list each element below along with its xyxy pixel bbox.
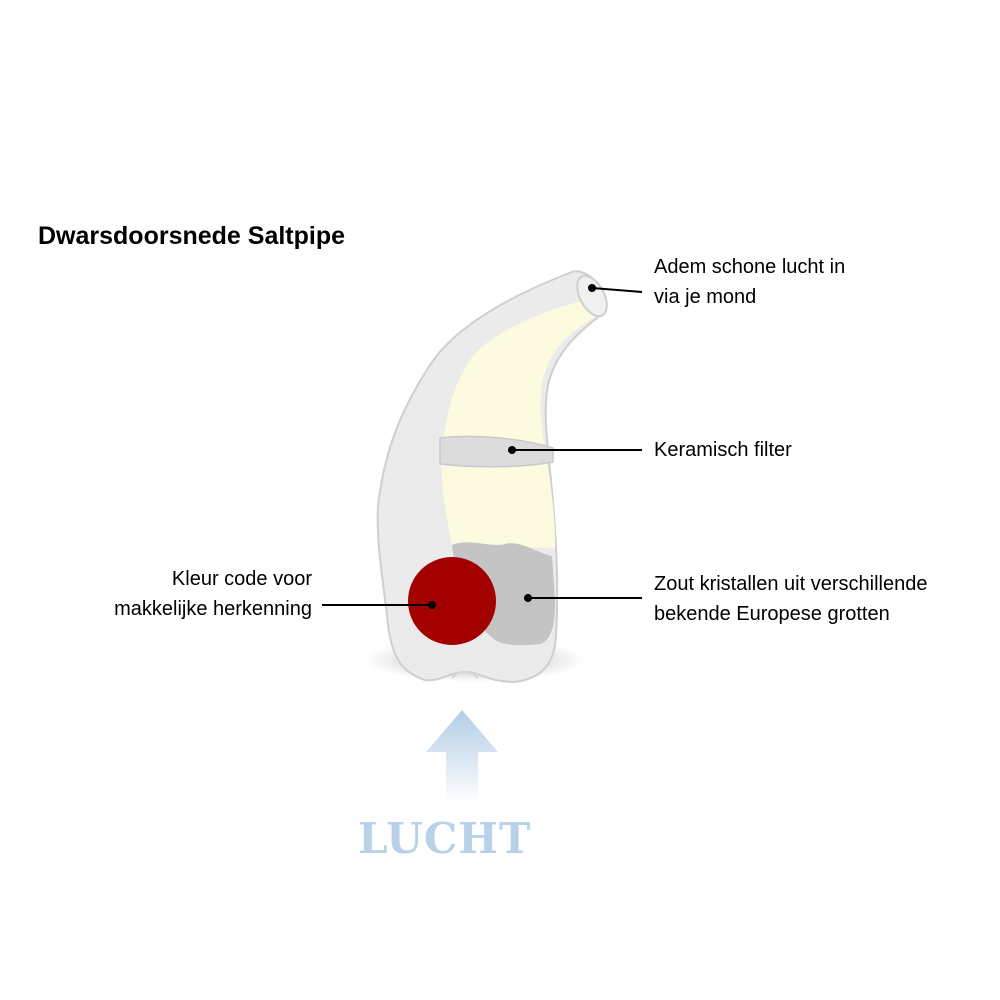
callout-salt (524, 594, 642, 602)
label-salt: Zout kristallen uit verschillende bekend… (654, 569, 927, 629)
air-inlet (451, 671, 479, 679)
label-mouth-line-2: via je mond (654, 286, 757, 308)
label-color-code-line-2: makkelijke herkenning (114, 598, 312, 620)
callout-filter (508, 446, 642, 454)
label-color-code-line-1: Kleur code voor (171, 568, 312, 590)
color-code-dot (408, 557, 496, 645)
label-salt-line-2: bekende Europese grotten (654, 603, 890, 625)
callout-color-code (322, 601, 436, 609)
label-mouth: Adem schone lucht in via je mond (654, 252, 845, 312)
air-label: LUCHT (358, 814, 532, 863)
label-mouth-line-1: Adem schone lucht in (654, 256, 846, 278)
label-color-code: Kleur code voor makkelijke herkenning (114, 564, 312, 624)
label-filter: Keramisch filter (654, 435, 792, 465)
callout-mouth (588, 284, 643, 293)
air-flow-arrow (426, 710, 498, 800)
ceramic-filter (439, 435, 554, 468)
label-salt-line-1: Zout kristallen uit verschillende (654, 573, 928, 595)
inner-chamber (441, 300, 602, 548)
label-filter-line-1: Keramisch filter (654, 439, 792, 461)
diagram-title: Dwarsdoorsnede Saltpipe (38, 222, 346, 250)
mouth-opening (576, 274, 608, 318)
